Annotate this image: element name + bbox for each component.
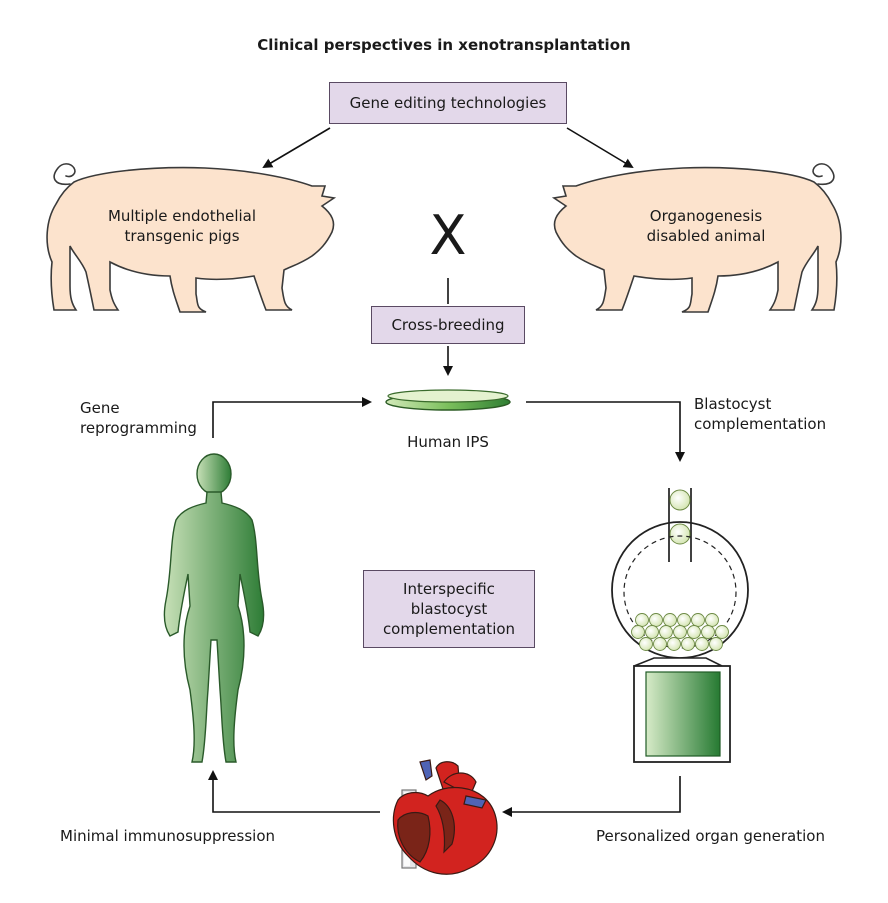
- blastocyst-cell: [659, 625, 673, 639]
- arrow-to-left-pig: [262, 127, 331, 169]
- gene-editing-box: Gene editing technologies: [329, 82, 567, 124]
- blastocyst-cell: [663, 613, 677, 627]
- blastocyst-cell: [691, 613, 705, 627]
- blastocyst-cell: [677, 613, 691, 627]
- blastocyst-cell: [667, 637, 681, 651]
- blastocyst-device-icon: [611, 488, 749, 763]
- heart-icon: [392, 759, 498, 875]
- blastocyst-cell: [701, 625, 715, 639]
- arrow-to-heart: [502, 776, 681, 817]
- personalized-organ-label: Personalized organ generation: [596, 827, 825, 845]
- petri-dish-icon: [385, 389, 511, 411]
- blastocyst-cell: [715, 625, 729, 639]
- blastocyst-cell: [649, 613, 663, 627]
- blastocyst-complementation-label: Blastocyst complementation: [694, 395, 827, 433]
- human-figure-icon: [163, 453, 265, 763]
- blastocyst-cell: [631, 625, 645, 639]
- arrow-reprogramming: [212, 397, 372, 438]
- blastocyst-cell: [673, 625, 687, 639]
- blastocyst-cell: [645, 625, 659, 639]
- arrow-blastocyst: [526, 401, 685, 462]
- interspecific-box: Interspecific blastocyst complementation: [363, 570, 535, 648]
- arrow-to-human: [208, 770, 380, 813]
- blastocyst-cell: [695, 637, 709, 651]
- right-pig-icon: [551, 163, 842, 313]
- left-pig-label: Multiple endothelial transgenic pigs: [107, 207, 257, 245]
- right-pig-label: Organogenesis disabled animal: [646, 207, 766, 245]
- cross-symbol: X: [429, 204, 467, 267]
- left-pig-icon: [46, 163, 337, 313]
- arrow-to-right-pig: [566, 127, 634, 169]
- blastocyst-cell: [687, 625, 701, 639]
- blastocyst-cell: [653, 637, 667, 651]
- blastocyst-cell: [681, 637, 695, 651]
- cross-breeding-box: Cross-breeding: [371, 306, 525, 344]
- blastocyst-cell: [709, 637, 723, 651]
- minimal-immunosuppression-label: Minimal immunosuppression: [60, 827, 276, 845]
- diagram-title: Clinical perspectives in xenotransplanta…: [257, 36, 631, 54]
- blastocyst-cell: [705, 613, 719, 627]
- blastocyst-cell: [635, 613, 649, 627]
- blastocyst-cell: [639, 637, 653, 651]
- human-ips-label: Human IPS: [407, 433, 489, 451]
- gene-reprogramming-label: Gene reprogramming: [80, 399, 197, 437]
